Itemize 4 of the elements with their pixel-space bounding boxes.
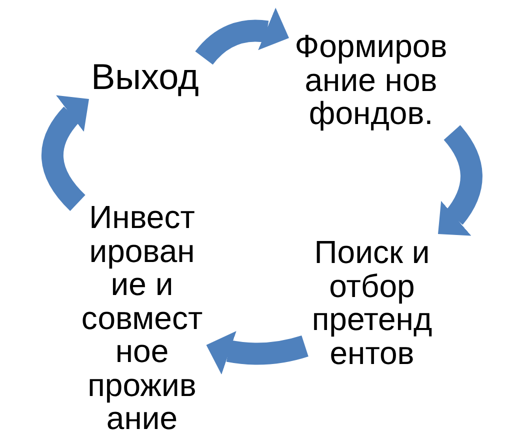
step-text: Инвестирование и совместное проживание bbox=[80, 201, 204, 436]
step-text: Поиск и отбор претендентов bbox=[310, 236, 434, 370]
step-text: Выход bbox=[90, 57, 200, 96]
step-text: Формирование нов фондов. bbox=[294, 30, 448, 130]
